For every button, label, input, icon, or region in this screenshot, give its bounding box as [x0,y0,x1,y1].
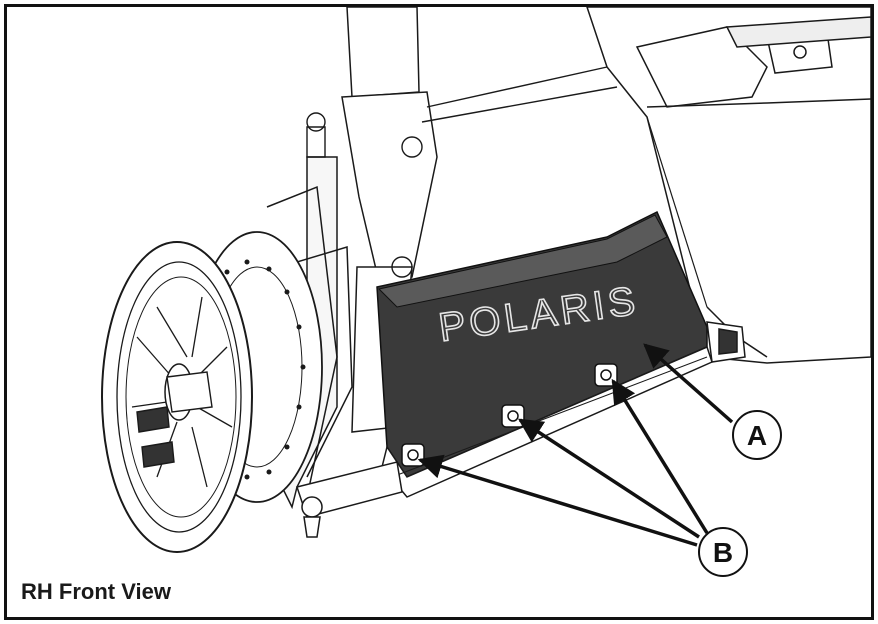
callout-a: A [732,410,782,460]
figure-caption: RH Front View [21,579,171,604]
callout-a-leader [643,343,734,424]
retaining-nut-1 [401,443,425,467]
fork-details [306,66,618,278]
callout-a-label: A [747,420,767,451]
callout-b: B [698,527,748,577]
retaining-nut-3 [594,363,618,387]
callout-b-label: B [713,537,733,568]
body-bolt-icon [793,45,807,59]
diagram-frame: POLARIS [4,4,874,620]
body-panel-upper [586,7,871,364]
vehicle-illustration: POLARIS [101,7,871,577]
body-mount-bracket [706,321,746,363]
retaining-nut-2 [501,404,525,428]
lower-arm [296,461,403,538]
callout-b-leaders [417,378,709,547]
wheel-hub [136,371,213,468]
